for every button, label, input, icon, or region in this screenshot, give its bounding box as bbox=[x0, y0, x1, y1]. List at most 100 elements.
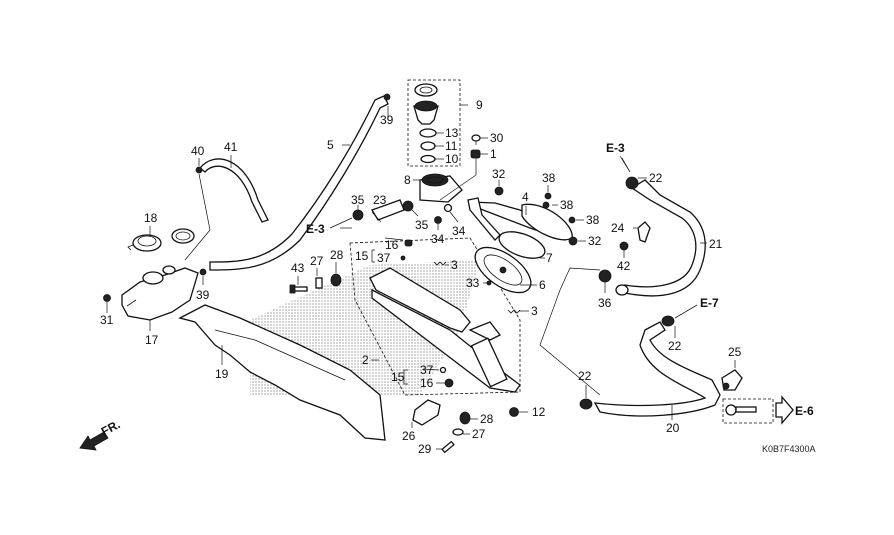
callout-9[interactable]: 9 bbox=[476, 98, 483, 112]
callout-37-b[interactable]: 37 bbox=[420, 363, 434, 377]
callout-21[interactable]: 21 bbox=[709, 237, 723, 251]
bracket-26 bbox=[412, 399, 441, 426]
filler-neck-8 bbox=[419, 173, 463, 203]
nut-33 bbox=[486, 280, 492, 286]
clamp-35-right bbox=[402, 200, 414, 212]
bolt-box bbox=[722, 398, 774, 424]
callout-41[interactable]: 41 bbox=[224, 140, 238, 154]
callout-16-a[interactable]: 16 bbox=[385, 238, 399, 252]
callout-19[interactable]: 19 bbox=[215, 367, 229, 381]
radiator-cap-9 bbox=[413, 83, 439, 125]
callout-1[interactable]: 1 bbox=[490, 147, 497, 161]
callouts: 1 2 3 3 4 5 6 7 8 9 10 11 12 13 15 15 16… bbox=[100, 98, 742, 456]
callout-22-a[interactable]: 22 bbox=[649, 171, 663, 185]
arrow-e7 bbox=[674, 304, 698, 319]
callout-27-a[interactable]: 27 bbox=[310, 254, 324, 268]
callout-15-a[interactable]: 15 bbox=[355, 249, 369, 263]
collar-37-low bbox=[439, 366, 447, 374]
diagram-code: K0B7F4300A bbox=[762, 444, 816, 454]
callout-29[interactable]: 29 bbox=[418, 442, 432, 456]
callout-2[interactable]: 2 bbox=[362, 353, 369, 367]
callout-31[interactable]: 31 bbox=[100, 313, 114, 327]
fan-shroud-4 bbox=[467, 201, 574, 241]
callout-16-b[interactable]: 16 bbox=[420, 376, 434, 390]
reserve-tank-17 bbox=[121, 265, 199, 321]
clamp-36 bbox=[598, 269, 612, 283]
callout-38-c[interactable]: 38 bbox=[586, 213, 600, 227]
callout-11[interactable]: 11 bbox=[445, 139, 458, 153]
cap-assembly-box-9 bbox=[407, 79, 461, 167]
bolt-38-a bbox=[544, 192, 552, 200]
clamp-22-mid bbox=[661, 315, 675, 327]
reference-e3-top[interactable]: E-3 bbox=[606, 141, 625, 155]
bolt-34-b bbox=[443, 203, 453, 213]
callout-8[interactable]: 8 bbox=[404, 173, 411, 187]
callout-32-b[interactable]: 32 bbox=[588, 234, 602, 248]
callout-7[interactable]: 7 bbox=[546, 251, 553, 265]
collar-37-top bbox=[400, 255, 406, 261]
callout-39-a[interactable]: 39 bbox=[380, 113, 394, 127]
cooling-fan-6 bbox=[474, 246, 532, 294]
grommet-16-low bbox=[444, 378, 454, 388]
hose-20 bbox=[593, 321, 721, 417]
callout-38-b[interactable]: 38 bbox=[560, 198, 574, 212]
callout-36[interactable]: 36 bbox=[598, 296, 612, 310]
callout-15-b[interactable]: 15 bbox=[391, 370, 405, 384]
callout-33[interactable]: 33 bbox=[466, 276, 480, 290]
callout-18[interactable]: 18 bbox=[144, 211, 158, 225]
radiator-outline bbox=[349, 237, 521, 396]
callout-43[interactable]: 43 bbox=[291, 261, 305, 275]
callout-3-a[interactable]: 3 bbox=[451, 258, 458, 272]
callout-13[interactable]: 13 bbox=[445, 126, 459, 140]
callout-30[interactable]: 30 bbox=[490, 131, 504, 145]
callout-12[interactable]: 12 bbox=[532, 405, 546, 419]
callout-25[interactable]: 25 bbox=[728, 345, 742, 359]
callout-37-a[interactable]: 37 bbox=[377, 251, 391, 265]
clamp-35-left bbox=[352, 209, 364, 221]
callout-4[interactable]: 4 bbox=[522, 190, 529, 204]
callout-42[interactable]: 42 bbox=[617, 259, 631, 273]
bolt-32-a bbox=[494, 186, 504, 196]
callout-38-a[interactable]: 38 bbox=[542, 171, 556, 185]
clamp-22-top bbox=[625, 176, 639, 190]
callout-17[interactable]: 17 bbox=[145, 333, 159, 347]
callout-20[interactable]: 20 bbox=[666, 421, 680, 435]
nut-28-low bbox=[459, 411, 471, 425]
callout-3-b[interactable]: 3 bbox=[531, 304, 538, 318]
clamp-22-low bbox=[579, 398, 593, 410]
callout-40[interactable]: 40 bbox=[191, 144, 205, 158]
callout-27-b[interactable]: 27 bbox=[472, 427, 486, 441]
callout-22-c[interactable]: 22 bbox=[578, 369, 592, 383]
arrow-e3-top bbox=[621, 157, 631, 173]
spring-3-b bbox=[507, 309, 521, 314]
reserve-cap-18 bbox=[127, 228, 195, 252]
clamp-39-bottom bbox=[199, 268, 207, 276]
callout-22-b[interactable]: 22 bbox=[668, 339, 682, 353]
arrow-e6 bbox=[775, 395, 794, 425]
callout-39-b[interactable]: 39 bbox=[196, 288, 210, 302]
clip-27-top bbox=[315, 277, 323, 289]
callout-34-a[interactable]: 34 bbox=[431, 232, 445, 246]
reference-e6[interactable]: E-6 bbox=[795, 404, 814, 418]
callout-35-b[interactable]: 35 bbox=[415, 218, 429, 232]
bolt-29 bbox=[441, 440, 455, 454]
callout-5[interactable]: 5 bbox=[327, 138, 334, 152]
bolt-34-a bbox=[434, 216, 442, 224]
callout-35-a[interactable]: 35 bbox=[351, 193, 365, 207]
callout-24[interactable]: 24 bbox=[611, 221, 625, 235]
radiator-2 bbox=[369, 267, 521, 393]
clamp-39-top bbox=[383, 93, 391, 101]
callout-23[interactable]: 23 bbox=[373, 193, 387, 207]
callout-10[interactable]: 10 bbox=[445, 152, 459, 166]
o-ring-11 bbox=[420, 141, 436, 151]
reference-e7[interactable]: E-7 bbox=[700, 296, 719, 310]
callout-6[interactable]: 6 bbox=[539, 278, 546, 292]
callout-28-a[interactable]: 28 bbox=[330, 248, 344, 262]
callout-32-a[interactable]: 32 bbox=[492, 167, 506, 181]
callout-26[interactable]: 26 bbox=[402, 429, 416, 443]
reference-e3-left[interactable]: E-3 bbox=[306, 222, 325, 236]
hose-5 bbox=[209, 95, 389, 271]
callout-28-b[interactable]: 28 bbox=[480, 412, 494, 426]
callout-34-b[interactable]: 34 bbox=[452, 224, 466, 238]
